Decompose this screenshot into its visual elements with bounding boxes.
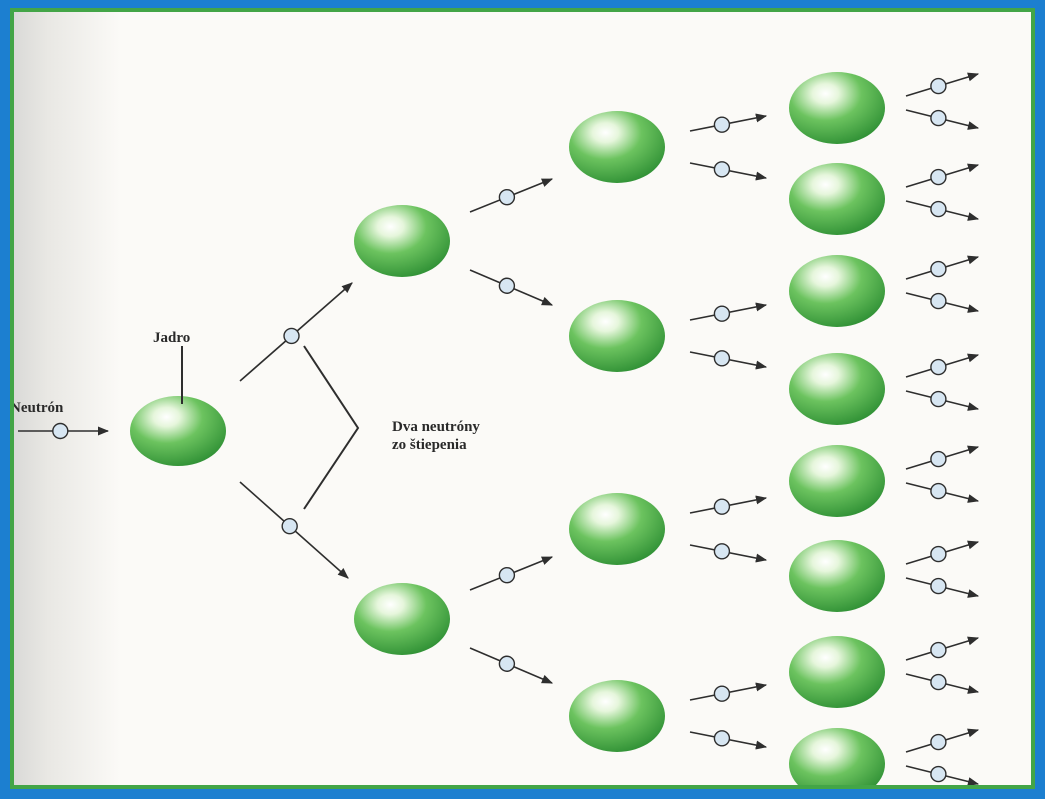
nucleus-gen1-top	[354, 205, 450, 277]
nuclei-group	[130, 72, 885, 789]
nucleus-gen2-3	[569, 493, 665, 565]
neutron-icon	[930, 77, 947, 95]
fission-bracket	[303, 345, 360, 510]
neutron-gen1-1-up	[469, 178, 554, 213]
neutron-icon	[498, 277, 516, 294]
neutron-icon	[498, 188, 516, 206]
neutron-icon	[52, 422, 69, 440]
neutron-label: Neutrón	[10, 400, 64, 416]
neutron-icon	[283, 327, 300, 345]
neutron-icon	[713, 730, 731, 747]
neutron-icon	[930, 641, 947, 659]
neutron-gen3-7-up	[905, 636, 980, 661]
neutron-icon	[713, 116, 731, 133]
fission-neutron-up	[239, 282, 353, 382]
neutron-icon	[930, 358, 947, 376]
neutron-gen3-4-up	[905, 353, 980, 378]
neutron-gen3-5-down	[905, 482, 980, 503]
neutron-gen2-4-up	[689, 682, 768, 702]
neutron-icon	[930, 390, 947, 408]
neutron-gen3-2-down	[905, 200, 980, 221]
neutron-gen1-2-up	[469, 556, 554, 591]
neutron-gen1-1-down	[469, 269, 554, 306]
neutron-gen3-2-up	[905, 163, 980, 188]
neutron-gen3-4-down	[905, 390, 980, 411]
neutron-gen2-4-down	[689, 730, 768, 750]
neutron-icon	[713, 161, 731, 178]
incoming-neutron	[18, 422, 110, 440]
neutron-icon	[713, 543, 731, 560]
neutron-icon	[930, 545, 947, 563]
neutron-gen3-6-down	[905, 577, 980, 598]
nucleus-gen3-7	[789, 636, 885, 708]
nucleus-gen2-4	[569, 680, 665, 752]
neutron-icon	[713, 305, 731, 322]
neutron-icon	[930, 450, 947, 468]
neutron-gen3-7-down	[905, 673, 980, 694]
neutron-icon	[930, 200, 947, 218]
neutrons-group	[18, 72, 980, 786]
neutron-gen3-1-down	[905, 109, 980, 130]
neutron-icon	[930, 765, 947, 783]
fission-neutrons-label-line2: zo štiepenia	[392, 437, 467, 453]
nucleus-gen1-bottom	[354, 583, 450, 655]
neutron-gen2-3-down	[689, 543, 768, 563]
neutron-icon	[930, 577, 947, 595]
neutron-icon	[498, 566, 516, 584]
neutron-gen1-2-down	[469, 647, 554, 684]
neutron-gen2-3-up	[689, 495, 768, 515]
neutron-icon	[713, 498, 731, 515]
neutron-icon	[930, 673, 947, 691]
neutron-gen2-2-up	[689, 302, 768, 322]
neutron-gen3-3-down	[905, 292, 980, 313]
neutron-gen3-8-down	[905, 765, 980, 786]
neutron-gen3-5-up	[905, 445, 980, 470]
neutron-icon	[930, 482, 947, 500]
nucleus-gen3-6	[789, 540, 885, 612]
neutron-icon	[930, 168, 947, 186]
neutron-icon	[930, 733, 947, 751]
page-shadow	[10, 8, 120, 789]
neutron-icon	[930, 260, 947, 278]
nucleus-initial	[130, 396, 226, 466]
neutron-gen3-6-up	[905, 540, 980, 565]
nucleus-gen3-4	[789, 353, 885, 425]
neutron-gen2-1-down	[689, 161, 768, 181]
neutron-icon	[281, 517, 298, 535]
nucleus-gen3-5	[789, 445, 885, 517]
fission-neutron-down	[239, 481, 349, 579]
nucleus-gen3-3	[789, 255, 885, 327]
neutron-gen3-3-up	[905, 255, 980, 280]
neutron-icon	[713, 685, 731, 702]
neutron-gen2-1-up	[689, 113, 768, 133]
neutron-gen3-8-up	[905, 728, 980, 753]
nucleus-gen3-2	[789, 163, 885, 235]
nucleus-gen2-1	[569, 111, 665, 183]
neutron-icon	[930, 109, 947, 127]
neutron-gen2-2-down	[689, 350, 768, 370]
nucleus-gen2-2	[569, 300, 665, 372]
neutron-gen3-1-up	[905, 72, 980, 97]
nucleus-label: Jadro	[153, 330, 190, 346]
nucleus-gen3-8	[789, 728, 885, 789]
neutron-icon	[498, 655, 516, 672]
nucleus-gen3-1	[789, 72, 885, 144]
neutron-icon	[713, 350, 731, 367]
neutron-icon	[930, 292, 947, 310]
fission-neutrons-label-line1: Dva neutróny	[392, 419, 480, 435]
